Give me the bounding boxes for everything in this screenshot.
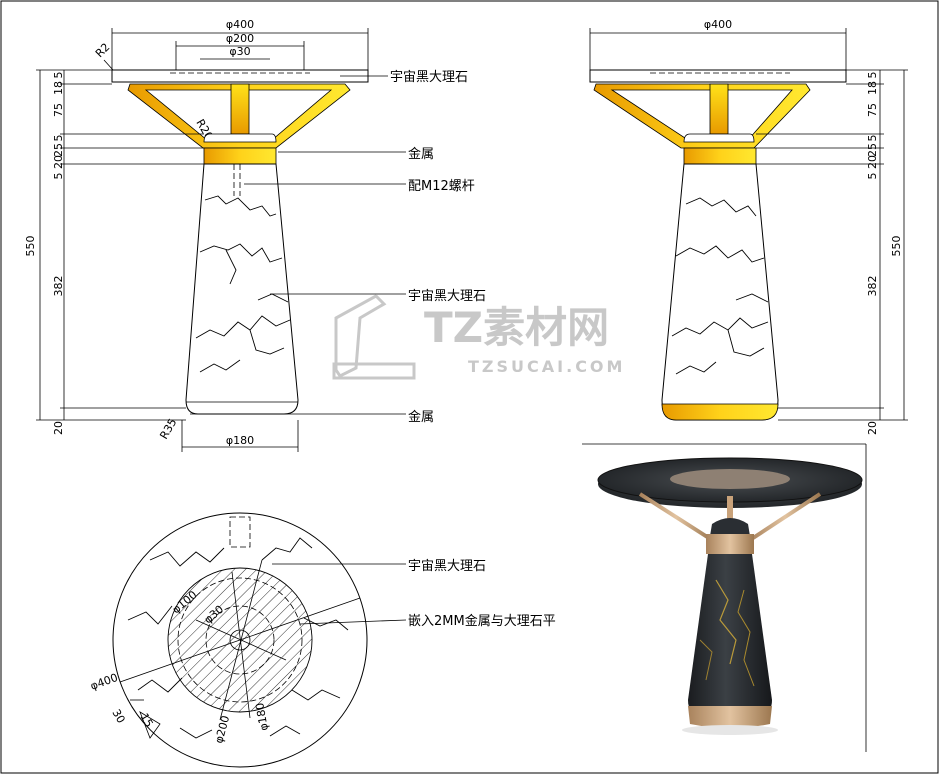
front-left-dim-6: 20	[52, 155, 65, 169]
plan-label-top-material: 宇宙黑大理石	[408, 559, 486, 574]
side-total-height: 550	[890, 236, 903, 257]
front-left-dim-7: 5	[52, 173, 65, 180]
watermark-logo-icon	[334, 294, 387, 378]
front-dim-base: φ180	[226, 434, 254, 447]
front-center-post	[230, 83, 250, 135]
plan-dim-5: φ180	[253, 702, 271, 732]
plan-view: φ400 φ100 φ30 φ200 φ180 30 15 宇宙黑大理石 嵌入2…	[89, 512, 556, 768]
front-tabletop	[111, 69, 369, 83]
front-label-rod: 配M12螺杆	[408, 179, 475, 194]
side-tabletop	[589, 69, 847, 83]
side-right-dim-1: 5	[866, 72, 879, 79]
front-dim-top-3: φ30	[229, 45, 250, 58]
front-total-height: 550	[24, 236, 37, 257]
side-view: φ400 550 5 18 75 5 25 20 5 382	[589, 18, 908, 435]
side-right-dim-3: 75	[866, 103, 879, 117]
side-right-dim-7: 5	[866, 173, 879, 180]
plan-outer-circle	[112, 512, 368, 768]
watermark-url: TZSUCAI.COM	[468, 357, 625, 376]
side-right-dim-6: 20	[866, 155, 879, 169]
watermark: TZ素材网 TZSUCAI.COM	[332, 294, 625, 380]
front-left-dim-2: 18	[52, 81, 65, 95]
watermark-brand: TZ素材网	[424, 303, 609, 352]
photo-brass-collar	[706, 534, 754, 554]
side-right-dim-2: 18	[866, 81, 879, 95]
front-label-metal-2: 金属	[408, 409, 434, 425]
front-left-dim-1: 5	[52, 72, 65, 79]
side-right-dim-8: 382	[866, 276, 879, 297]
photo-marble-body	[688, 554, 772, 714]
side-right-dim-4: 5	[866, 135, 879, 142]
front-dim-top-2: φ200	[226, 32, 254, 45]
front-left-dim-3: 75	[52, 103, 65, 117]
front-left-dim-9: 20	[52, 421, 65, 435]
front-label-body-material: 宇宙黑大理石	[408, 289, 486, 304]
side-metal-collar	[683, 147, 757, 165]
front-label-top-material: 宇宙黑大理石	[390, 70, 468, 85]
side-right-dim-9: 20	[866, 421, 879, 435]
front-view: φ400 φ200 φ30 R2 R20 R3	[24, 18, 486, 452]
side-right-dim-5: 25	[866, 143, 879, 157]
front-radius-top: R2	[93, 41, 113, 61]
plan-label-inlay: 嵌入2MM金属与大理石平	[408, 613, 556, 629]
product-photo	[582, 443, 867, 752]
plan-dim-1: φ400	[89, 671, 120, 693]
front-left-dim-5: 25	[52, 143, 65, 157]
front-label-metal-1: 金属	[408, 146, 434, 162]
front-left-dim-8: 382	[52, 276, 65, 297]
plan-dim-7: 15	[137, 711, 155, 730]
side-metal-base	[661, 403, 779, 421]
side-dim-top: φ400	[704, 18, 732, 31]
plan-dim-4: φ200	[212, 714, 232, 745]
front-dim-top-1: φ400	[226, 18, 254, 31]
plan-dim-6: 30	[109, 707, 127, 726]
front-left-dim-4: 5	[52, 135, 65, 142]
front-metal-collar	[203, 147, 277, 165]
photo-brass-base	[688, 706, 772, 728]
